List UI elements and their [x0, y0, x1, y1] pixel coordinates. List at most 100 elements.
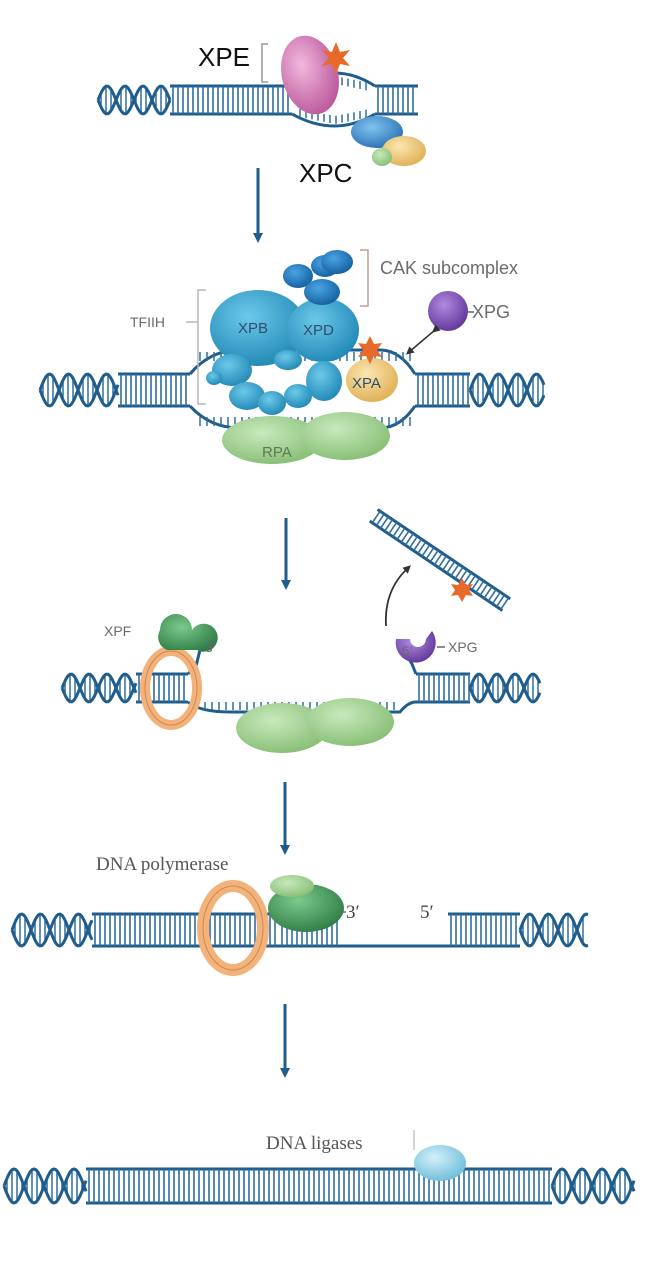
xpd-label: XPD: [303, 322, 334, 339]
dna-base-pair: [408, 535, 419, 549]
tfiih-bracket: [186, 289, 206, 405]
dna-base-pair: [404, 533, 414, 546]
excised-oligonucleotide: [368, 508, 512, 612]
dna-base-pair: [400, 530, 410, 543]
dna-strand: [60, 672, 138, 704]
xpg-protein: [428, 291, 468, 331]
xpg-label: XPG: [472, 302, 510, 322]
xpg-approach-arrow: [405, 324, 441, 355]
xpb-label: XPB: [238, 320, 268, 337]
ligase-label: DNA ligases: [266, 1133, 363, 1154]
dna-strand: [2, 1167, 88, 1205]
dna-base-pair: [495, 594, 506, 608]
dna-ligase: [414, 1145, 466, 1181]
dna-strand: [550, 1167, 636, 1205]
dna-base-pair: [371, 510, 381, 524]
dna-base-pair: [500, 597, 510, 610]
dna-base-pair: [396, 527, 406, 540]
dna-strand: [2, 1167, 88, 1205]
dna-base-pair: [388, 521, 398, 535]
oligo-ladder: [368, 508, 512, 612]
xpe-bracket: [261, 43, 268, 83]
dna-strand: [468, 372, 546, 408]
xpg-protein: [395, 631, 436, 663]
step4-proteins: [197, 875, 344, 976]
cak-subcomplex: [283, 250, 353, 305]
dna-base-pair: [421, 544, 431, 557]
xpe-protein: [281, 35, 339, 115]
dna-base-pair: [392, 524, 402, 538]
dna-base-pair: [450, 563, 460, 577]
dna-base-pair: [458, 569, 468, 582]
pcna-clamp-outline: [202, 885, 264, 971]
dna-strand: [38, 372, 120, 408]
dna-base-pair: [379, 516, 390, 529]
lesion-icon: [451, 578, 473, 602]
step1-proteins: [281, 35, 426, 166]
lesion-icon: [322, 42, 350, 74]
rpa-protein-left: [222, 416, 322, 464]
xpc-yellow-subunit: [382, 136, 426, 166]
dna-base-pair: [462, 572, 472, 585]
dna-strand: [468, 672, 542, 704]
dna-base-pair: [442, 558, 452, 571]
dna-base-pair: [425, 547, 435, 560]
rpa-protein-left: [236, 703, 328, 753]
cak-label: CAK subcomplex: [380, 258, 518, 278]
dna-strand: [38, 372, 120, 408]
xpe-label: XPE: [198, 42, 250, 72]
dna-strand: [518, 912, 589, 948]
dna-base-pair: [446, 561, 456, 574]
dna-base-pair: [384, 519, 394, 532]
dna-base-pair: [483, 586, 493, 599]
dna-polymerase-cap: [270, 875, 314, 897]
xpg-label: XPG: [448, 639, 478, 655]
step2-proteins: [206, 250, 468, 464]
three-prime-label: 3': [205, 639, 215, 655]
xpd-protein: [287, 298, 359, 362]
dna-strand: [96, 84, 172, 116]
dna-base-pair: [487, 588, 497, 602]
dna-base-pair: [479, 583, 489, 596]
step1-dna: [96, 71, 418, 128]
lesion-icon: [358, 336, 382, 364]
rpa-label: RPA: [262, 444, 292, 461]
dna-strand: [376, 508, 512, 601]
dna-base-pair: [417, 541, 427, 554]
dna-strand: [10, 912, 94, 948]
rpa-protein-right: [300, 412, 390, 460]
xpc-green-subunit: [372, 148, 392, 166]
pcna-clamp-outline: [144, 650, 198, 726]
step5-dna: [2, 1167, 636, 1205]
tfiih-ring: [206, 350, 342, 415]
step3-dna: [60, 649, 542, 714]
dna-base-pair: [475, 580, 485, 594]
dna-strand: [60, 672, 138, 704]
xpa-protein: [346, 358, 398, 402]
dna-base-pair: [437, 555, 448, 568]
dna-base-pair: [429, 549, 439, 563]
dna-base-pair: [433, 552, 443, 566]
dna-base-pair: [454, 566, 464, 580]
five-prime-label: 5': [402, 643, 412, 659]
tfiih-label: TFIIH: [130, 314, 165, 330]
dna-strand: [550, 1167, 636, 1205]
dna-base-pair: [413, 538, 423, 552]
rpa-protein-right: [306, 698, 394, 746]
xpf-protein: [158, 614, 218, 652]
xpb-protein: [210, 290, 306, 366]
five-prime-label: 5′: [420, 902, 434, 923]
dna-strand: [468, 672, 542, 704]
step3-proteins: [140, 614, 436, 753]
dna-base-pair: [491, 591, 501, 605]
polymerase-label: DNA polymerase: [96, 854, 228, 875]
xpa-label: XPA: [352, 375, 381, 392]
excision-arrow: [384, 565, 411, 627]
dna-base-pair: [375, 513, 385, 526]
cak-bracket: [360, 249, 369, 307]
three-prime-label: 3′: [346, 902, 360, 923]
dna-strand: [468, 372, 546, 408]
dna-strand: [10, 912, 94, 948]
dna-base-pair: [471, 577, 481, 591]
